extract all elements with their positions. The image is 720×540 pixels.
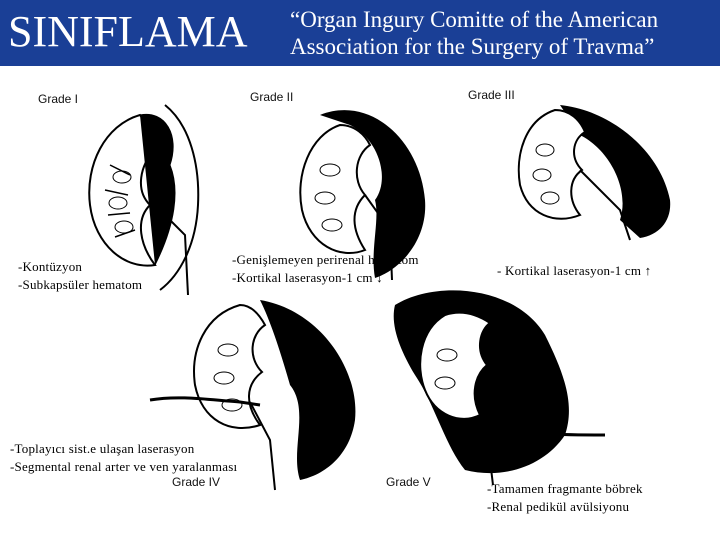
title-bar: SINIFLAMA “Organ Ingury Comitte of the A… <box>0 0 720 66</box>
grade-3-illustration <box>500 100 675 240</box>
subtitle-line-1: “Organ Ingury Comitte of the American <box>290 6 720 33</box>
grade-3-desc-line-1: - Kortikal laserasyon-1 cm ↑ <box>497 262 651 280</box>
grade-4-label: Grade IV <box>172 475 220 489</box>
grade-5-desc-line-2: -Renal pedikül avülsiyonu <box>487 498 643 516</box>
grade-2-desc-line-2: -Kortikal laserasyon-1 cm ↓ <box>232 269 419 287</box>
grade-3-description: - Kortikal laserasyon-1 cm ↑ <box>497 262 651 280</box>
grade-5-description: -Tamamen fragmante böbrek -Renal pedikül… <box>487 480 643 516</box>
grade-2-desc-line-1: -Genişlemeyen perirenal hemotom <box>232 251 419 269</box>
grade-5-illustration <box>375 285 625 485</box>
grade-1-description: -Kontüzyon -Subkapsüler hematom <box>18 258 142 294</box>
slide-title: SINIFLAMA <box>8 6 248 58</box>
grade-5-label: Grade V <box>386 475 431 489</box>
grade-4-description: -Toplayıcı sist.e ulaşan laserasyon -Seg… <box>10 440 237 476</box>
grade-2-label: Grade II <box>250 90 293 104</box>
slide-subtitle: “Organ Ingury Comitte of the American As… <box>290 6 720 60</box>
grade-4-desc-line-2: -Segmental renal arter ve ven yaralanmas… <box>10 458 237 476</box>
grade-4-desc-line-1: -Toplayıcı sist.e ulaşan laserasyon <box>10 440 237 458</box>
grade-1-label: Grade I <box>38 92 78 106</box>
grade-2-description: -Genişlemeyen perirenal hemotom -Kortika… <box>232 251 419 287</box>
grade-1-desc-line-2: -Subkapsüler hematom <box>18 276 142 294</box>
grade-3-label: Grade III <box>468 88 515 102</box>
subtitle-line-2: Association for the Surgery of Travma” <box>290 33 720 60</box>
grade-5-desc-line-1: -Tamamen fragmante böbrek <box>487 480 643 498</box>
grade-1-desc-line-1: -Kontüzyon <box>18 258 142 276</box>
